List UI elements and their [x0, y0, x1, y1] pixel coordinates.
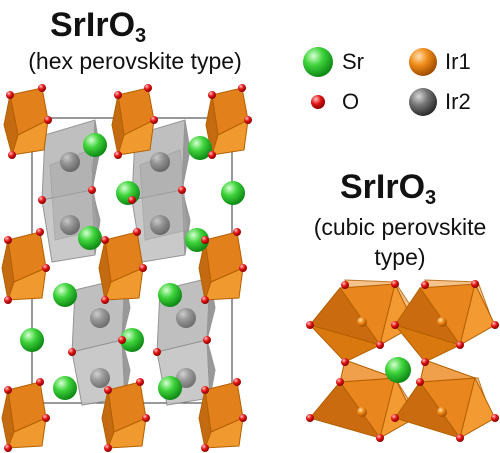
- legend-sr-sphere: [303, 47, 333, 77]
- cubic-title-main: SrIrO: [340, 168, 426, 206]
- cubic-structure: [308, 279, 496, 440]
- ir1-atoms-cubic: [357, 317, 447, 417]
- legend-label-o: O: [342, 89, 360, 114]
- legend-label-ir2: Ir2: [445, 89, 471, 114]
- hex-title: SrIrO3: [50, 6, 146, 46]
- hex-structure: [1, 84, 252, 452]
- legend-ir2-sphere: [409, 88, 437, 116]
- ir2-atoms: [60, 152, 196, 388]
- sr-atom-cubic: [385, 357, 411, 383]
- o-atoms-cubic: [306, 280, 499, 442]
- cubic-subtitle-line1: (cubic perovskite: [313, 214, 487, 240]
- cubic-title-subscript: 3: [425, 187, 437, 209]
- legend-o-sphere: [311, 95, 325, 109]
- sr-atoms-hex: [20, 133, 245, 400]
- cubic-subtitle-line2: type): [374, 244, 426, 270]
- hex-subtitle: (hex perovskite type): [28, 48, 242, 74]
- hex-title-main: SrIrO: [50, 6, 136, 44]
- hex-title-subscript: 3: [135, 25, 147, 47]
- legend-label-ir1: Ir1: [445, 49, 471, 74]
- legend-label-sr: Sr: [342, 49, 364, 74]
- legend-ir1-sphere: [409, 48, 437, 76]
- ir1-octahedra: [1, 87, 249, 450]
- o-atoms-hex: [4, 84, 252, 452]
- cubic-title: SrIrO3: [340, 168, 436, 208]
